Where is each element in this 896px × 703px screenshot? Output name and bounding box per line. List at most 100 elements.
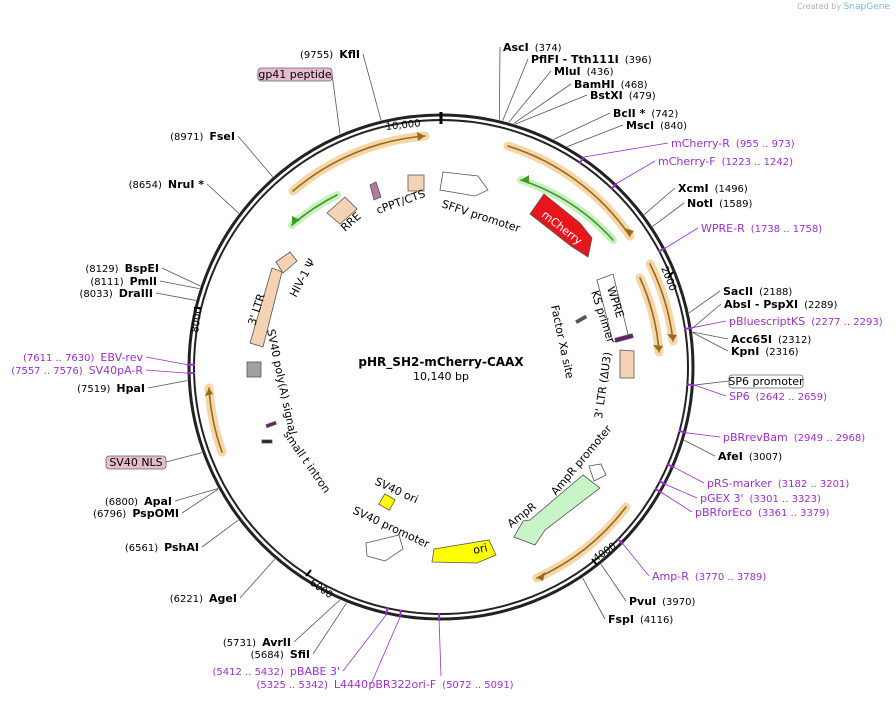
site-leader (600, 564, 627, 602)
primer-label[interactable]: pBluescriptKS(2277 .. 2293) (729, 315, 883, 328)
site-label[interactable]: KpnI(2316) (731, 345, 799, 358)
site-leader (239, 558, 276, 599)
site-label[interactable]: MluI(436) (554, 65, 614, 78)
site-label[interactable]: MscI(840) (626, 119, 687, 132)
site-label[interactable]: PvuI(3970) (629, 595, 696, 608)
primer-label[interactable]: pGEX 3'(3301 .. 3323) (700, 492, 821, 505)
primer-leader (583, 142, 669, 158)
site-name: BspEI (125, 262, 159, 275)
feature-ampr (513, 474, 601, 546)
site-leaders (145, 46, 730, 685)
site-label[interactable]: (7519)HpaI (77, 382, 145, 395)
site-position: (8971) (170, 132, 203, 143)
primer-leader (665, 484, 698, 499)
primer-label[interactable]: (5412 .. 5432)pBABE 3' (213, 665, 341, 678)
site-position: (5684) (251, 650, 284, 661)
feature-rre (326, 196, 358, 225)
site-label[interactable]: (9755)KflI (300, 48, 360, 61)
primer-name: pBR322ori-F (368, 678, 436, 691)
primer-position: (2642 .. 2659) (756, 392, 828, 403)
site-position: (1496) (715, 184, 748, 195)
primer-label[interactable]: pBRrevBam(2949 .. 2968) (723, 431, 865, 444)
site-position: (6561) (125, 543, 158, 554)
site-position: (396) (625, 55, 652, 66)
primer-label[interactable]: mCherry-R(955 .. 973) (671, 137, 795, 150)
primer-name: mCherry-R (671, 137, 730, 150)
boxed-label-box[interactable] (105, 455, 167, 470)
site-position: (840) (660, 121, 687, 132)
primer-label[interactable]: mCherry-F(1223 .. 1242) (658, 155, 793, 168)
label-ori: ori (472, 541, 489, 557)
primer-leader (616, 160, 656, 184)
site-label[interactable]: AfeI(3007) (718, 450, 782, 463)
site-leader (293, 599, 341, 643)
site-name: MluI (554, 65, 581, 78)
site-label[interactable]: (6796)PspOMI (93, 507, 179, 520)
primer-label[interactable]: pRS-marker(3182 .. 3201) (707, 477, 849, 490)
site-label[interactable]: AscI(374) (503, 41, 562, 54)
site-leader (312, 602, 348, 655)
site-label[interactable]: (6800)ApaI (105, 495, 172, 508)
boxed-leader (165, 452, 202, 463)
site-label[interactable]: (6561)PshAI (125, 541, 199, 554)
site-label[interactable]: (8654) NruI * (129, 178, 205, 191)
primer-label[interactable]: SP6 (2642 .. 2659) (729, 390, 827, 403)
site-label[interactable]: NotI(1589) (687, 197, 752, 210)
site-label[interactable]: BclI *(742) (613, 107, 678, 120)
boxed-label-box[interactable] (728, 374, 804, 389)
primer-label[interactable]: pBRforEco(3361 .. 3379) (695, 506, 830, 519)
site-position: (3970) (662, 597, 695, 608)
site-labels: AscI(374)PflFI - Tth111I(396)MluI(436)Ba… (77, 41, 837, 661)
site-label[interactable]: (5684)SfiI (251, 648, 310, 661)
feature-sv40-nls (265, 420, 277, 429)
site-label[interactable]: (8129)BspEI (85, 262, 159, 275)
site-label[interactable]: FspI(4116) (608, 613, 673, 626)
feature-sv40-ori (378, 493, 396, 511)
site-label[interactable]: XcmI(1496) (678, 182, 748, 195)
site-label[interactable]: (8033)DraIII (79, 287, 153, 300)
primer-position: (2277 .. 2293) (811, 317, 883, 328)
site-label[interactable]: SacII(2188) (723, 285, 792, 298)
boxed-label-text: gp41 peptide (258, 68, 332, 81)
site-label[interactable]: (5731)AvrII (223, 636, 291, 649)
primer-name: pRS-marker (707, 477, 772, 490)
site-position: (1589) (719, 199, 752, 210)
site-leader (692, 332, 729, 352)
site-leader (174, 488, 219, 502)
site-name: Acc65I (731, 333, 772, 346)
primer-label[interactable]: (5325 .. 5342)L4440 (256, 678, 368, 691)
site-label[interactable]: (8111)PmlI (90, 275, 157, 288)
primer-label[interactable]: (7557 .. 7576)SV40pA-R (11, 364, 143, 377)
site-label[interactable]: AbsI - PspXI(2289) (724, 298, 837, 311)
label-factor-xa: Factor Xa site (548, 304, 576, 380)
primer-name: pBABE 3' (290, 665, 340, 678)
site-label[interactable]: (6221)AgeI (170, 592, 237, 605)
primer-label[interactable]: pBR322ori-F(5072 .. 5091) (368, 678, 513, 691)
site-name: AscI (503, 41, 529, 54)
primer-name: SP6 (729, 390, 750, 403)
site-position: (7519) (77, 384, 110, 395)
primer-label[interactable]: Amp-R(3770 .. 3789) (652, 570, 766, 583)
site-position: (8654) (129, 180, 162, 191)
site-label[interactable]: BstXI(479) (590, 89, 656, 102)
site-leader (513, 83, 572, 124)
site-name: FseI (209, 130, 235, 143)
site-label[interactable]: Acc65I(2312) (731, 333, 811, 346)
site-label[interactable]: (8971) FseI (170, 130, 235, 143)
feature-ks-primer (614, 333, 634, 343)
primer-leader (342, 614, 387, 672)
site-leader (498, 46, 501, 120)
site-position: (6796) (93, 509, 126, 520)
primer-label[interactable]: WPRE-R(1738 .. 1758) (701, 222, 822, 235)
site-leader (161, 267, 201, 287)
site-name: BamHI (574, 78, 615, 91)
site-label[interactable]: PflFI - Tth111I(396) (531, 53, 652, 66)
feature-cpptcts (407, 174, 425, 192)
site-label[interactable]: BamHI(468) (574, 78, 648, 91)
primer-label[interactable]: (7611 .. 7630)EBV-rev (23, 351, 143, 364)
site-name: NruI * (168, 178, 204, 191)
primer-name: EBV-rev (100, 351, 143, 364)
primer-mark (398, 609, 403, 618)
boxed-label-box[interactable] (257, 67, 333, 82)
